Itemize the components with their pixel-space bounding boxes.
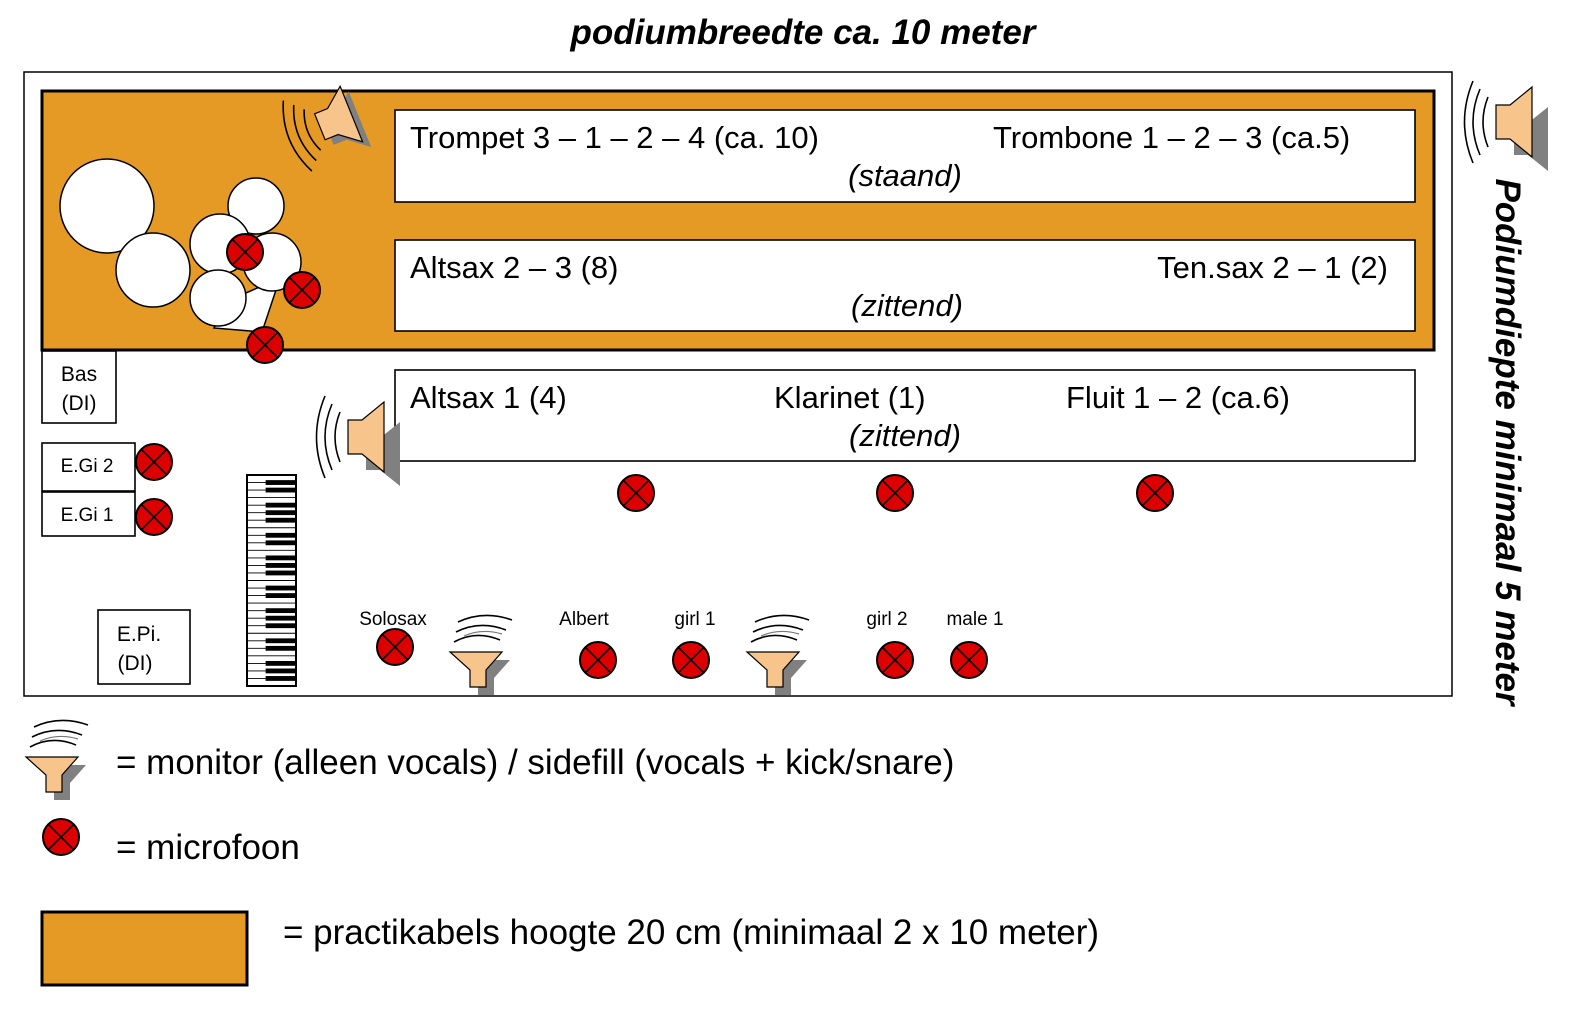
front-row-right-label: Fluit 1 – 2 (ca.6) [1066,380,1290,415]
epi-di-box [97,609,191,685]
sax-row-right-label: Ten.sax 2 – 1 (2) [1157,250,1388,285]
egi1-label: E.Gi 1 [61,505,114,526]
legend-practicable-swatch [40,910,249,987]
stage-width-title: podiumbreedte ca. 10 meter [570,13,1038,52]
legend-microphone-label: = microfoon [116,828,300,867]
vocalist-mic-solosax-icon [376,628,414,666]
epi-di-label-line2: (DI) [118,652,153,675]
front-row-left-label: Altsax 1 (4) [410,380,567,415]
legend-microphone-icon [42,818,80,856]
sax-row-box [394,239,1416,332]
stage-depth-title: Podiumdiepte minimaal 5 meter [1488,178,1527,707]
vocalist-label-solosax: Solosax [359,609,427,630]
altsax1-mic-icon [617,474,655,512]
egi2-label: E.Gi 2 [61,456,114,477]
bass-di-label-line2: (DI) [62,392,97,415]
egi2-box [41,442,136,492]
brass-row-note: (staand) [848,158,962,193]
front-row-sidefill-monitor-icon [315,395,400,486]
sax-row-left-label: Altsax 2 – 3 (8) [410,250,618,285]
drum-mic-2-icon [283,271,321,309]
legend-practicable-label: = practikabels hoogte 20 cm (minimaal 2 … [283,913,1099,952]
vocalist-label-girl1: girl 1 [674,609,715,630]
front-row-middle-label: Klarinet (1) [774,380,926,415]
drum-sidefill-monitor-icon [282,84,372,172]
klarinet-mic-icon [876,474,914,512]
legend-monitor-icon [25,719,89,801]
fluit-mic-icon [1136,474,1174,512]
legend-monitor-label: = monitor (alleen vocals) / sidefill (vo… [116,743,954,782]
bass-di-label-line1: Bas [61,363,97,386]
piano-keyboard-icon [246,474,297,687]
epi-di-label-line1: E.Pi. [117,623,161,646]
vocalist-label-male1: male 1 [946,609,1003,630]
vocalist-mic-albert-icon [579,641,617,679]
drum-mic-3-icon [246,326,284,364]
right-sidefill-monitor-icon [1463,80,1548,171]
egi2-mic-icon [135,443,173,481]
vocalist-mic-girl2-icon [876,641,914,679]
egi1-mic-icon [135,498,173,536]
drum-mic-1-icon [226,233,264,271]
brass-row-right-label: Trombone 1 – 2 – 3 (ca.5) [993,120,1350,155]
drum-kit-icon [59,158,302,333]
front-row-note: (zittend) [849,418,961,453]
vocalist-label-albert: Albert [559,609,609,630]
vocalist-label-girl2: girl 2 [866,609,907,630]
vocalist-mic-girl1-icon [672,641,710,679]
bass-di-box [41,350,117,424]
sax-row-note: (zittend) [851,288,963,323]
brass-row-box [394,109,1416,203]
front-row-box [394,369,1416,462]
vocalist-mic-male1-icon [950,641,988,679]
brass-row-left-label: Trompet 3 – 1 – 2 – 4 (ca. 10) [410,120,819,155]
egi1-box [41,491,136,537]
